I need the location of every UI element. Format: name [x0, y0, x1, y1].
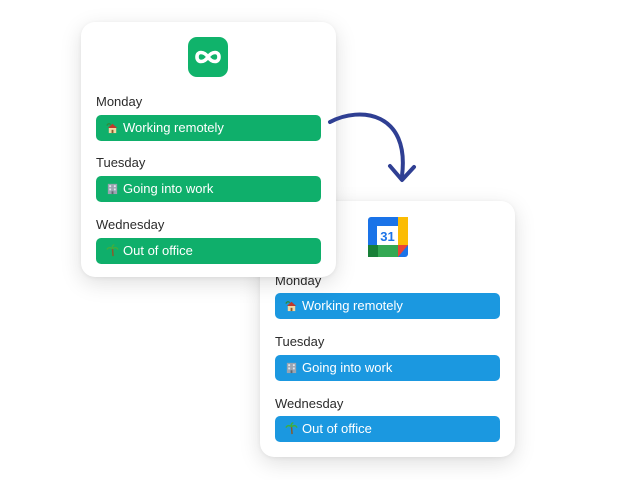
palm-tree-icon	[285, 422, 298, 435]
event-going-into-work[interactable]: Going into work	[275, 355, 500, 381]
palm-tree-icon	[106, 244, 119, 257]
calendar-date: 31	[380, 229, 394, 244]
day-label-monday: Monday	[96, 94, 143, 109]
day-label-tuesday: Tuesday	[275, 334, 325, 349]
event-label: Out of office	[123, 243, 193, 258]
event-label: Out of office	[302, 421, 372, 436]
day-label-wednesday: Wednesday	[275, 396, 344, 411]
day-label-tuesday: Tuesday	[96, 155, 146, 170]
google-calendar-icon: 31	[368, 217, 408, 257]
event-going-into-work[interactable]: Going into work	[96, 176, 321, 202]
event-out-of-office[interactable]: Out of office	[96, 238, 321, 264]
event-out-of-office[interactable]: Out of office	[275, 416, 500, 442]
target-calendar-card: 31 Monday Working remotely Tuesday Going…	[260, 201, 515, 457]
office-building-icon	[107, 183, 118, 195]
infinity-icon	[188, 37, 228, 77]
event-working-remotely[interactable]: Working remotely	[275, 293, 500, 319]
curved-arrow-icon	[328, 112, 416, 182]
event-label: Going into work	[302, 360, 393, 375]
event-label: Working remotely	[123, 120, 224, 135]
event-working-remotely[interactable]: Working remotely	[96, 115, 321, 141]
event-label: Working remotely	[302, 298, 403, 313]
house-palm-icon	[285, 301, 297, 312]
office-building-icon	[286, 362, 297, 374]
house-palm-icon	[106, 123, 118, 134]
source-schedule-card: Monday Working remotely Tuesday Going in…	[81, 22, 336, 277]
day-label-wednesday: Wednesday	[96, 217, 165, 232]
event-label: Going into work	[123, 181, 214, 196]
